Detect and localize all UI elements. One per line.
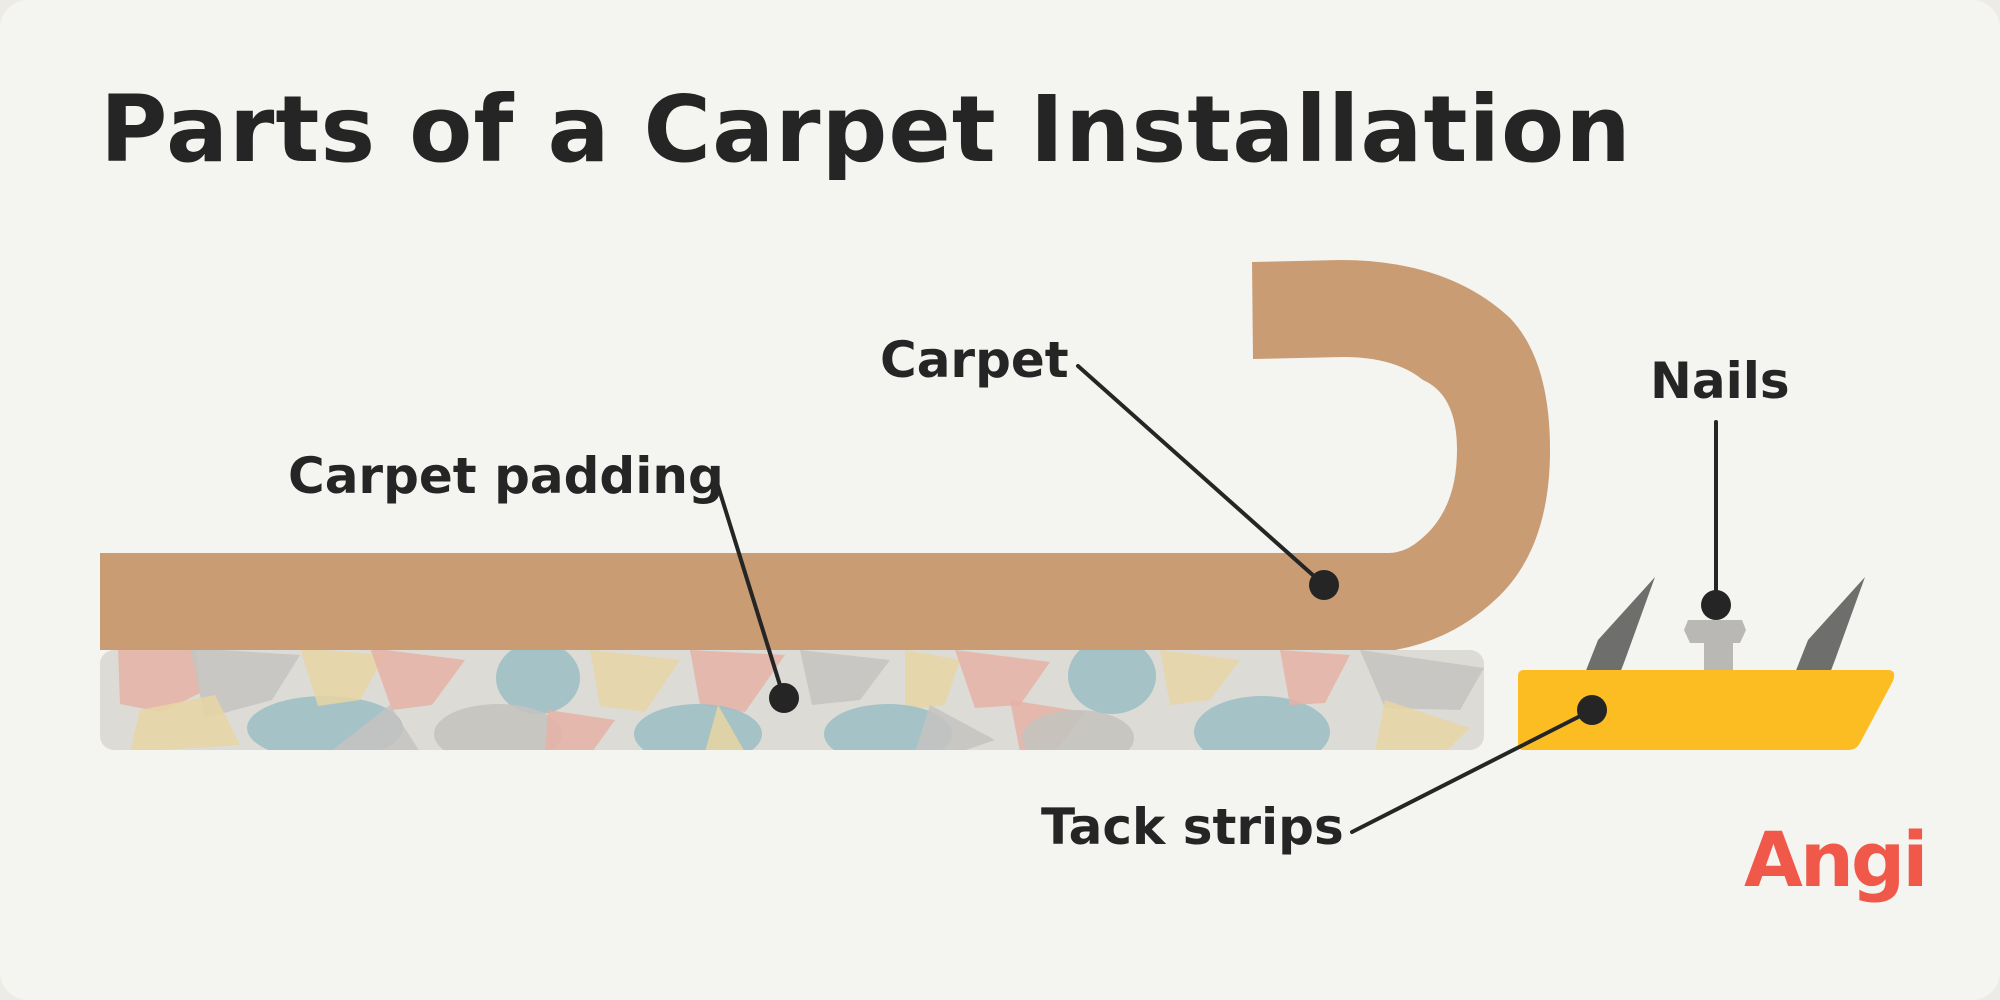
tack-strips-label: Tack strips [1041, 798, 1344, 856]
tack-point [1795, 577, 1865, 673]
padding-leader-line [716, 484, 786, 700]
carpet-leader-line [1076, 364, 1326, 587]
carpet-padding-label: Carpet padding [288, 447, 724, 505]
tack-leader-line [1350, 708, 1594, 834]
carpet [100, 260, 1550, 650]
angi-logo: Angi [1744, 815, 1928, 904]
carpet-marker-dot [1309, 570, 1339, 600]
nail [1684, 620, 1746, 673]
tack-point [1585, 577, 1655, 673]
page-title: Parts of a Carpet Installation [100, 76, 1632, 183]
padding-marker-dot [769, 683, 799, 713]
nails-label: Nails [1650, 352, 1790, 410]
tack-strip [1518, 577, 1895, 750]
tack-strip-board [1518, 670, 1895, 750]
nails-marker-dot [1701, 590, 1731, 620]
carpet-label: Carpet [880, 331, 1069, 389]
tack-marker-dot [1577, 695, 1607, 725]
